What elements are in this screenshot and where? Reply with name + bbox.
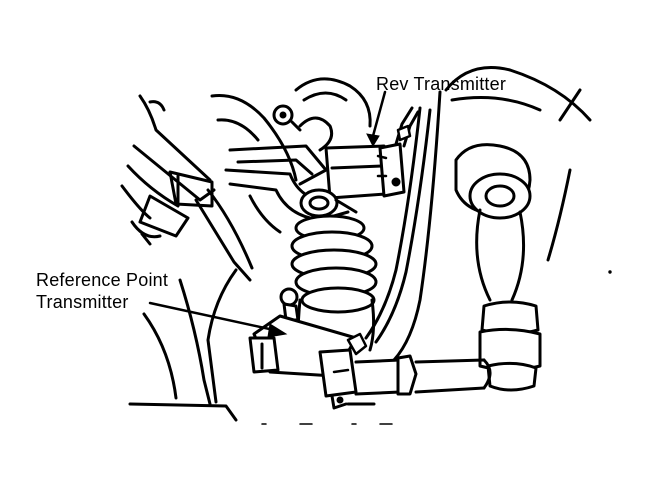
tie-rod: [346, 354, 492, 406]
linkage-bracket: [224, 144, 358, 234]
upper-housing: [210, 77, 372, 182]
leader-reference-point: [148, 301, 288, 338]
rev-transmitter-sensor: [324, 106, 420, 200]
engine-block-left: [120, 94, 254, 422]
rev-transmitter-label: Rev Transmitter: [376, 74, 507, 94]
reference-point-label-line1: Reference Point: [36, 270, 169, 290]
leader-rev-transmitter: [366, 90, 387, 148]
cable-rods: [364, 90, 442, 362]
reference-point-label-line2: Transmitter: [36, 292, 129, 312]
control-arm-right: [444, 66, 592, 392]
stray-dot: [608, 270, 612, 274]
reference-point-sensor: [248, 287, 368, 410]
